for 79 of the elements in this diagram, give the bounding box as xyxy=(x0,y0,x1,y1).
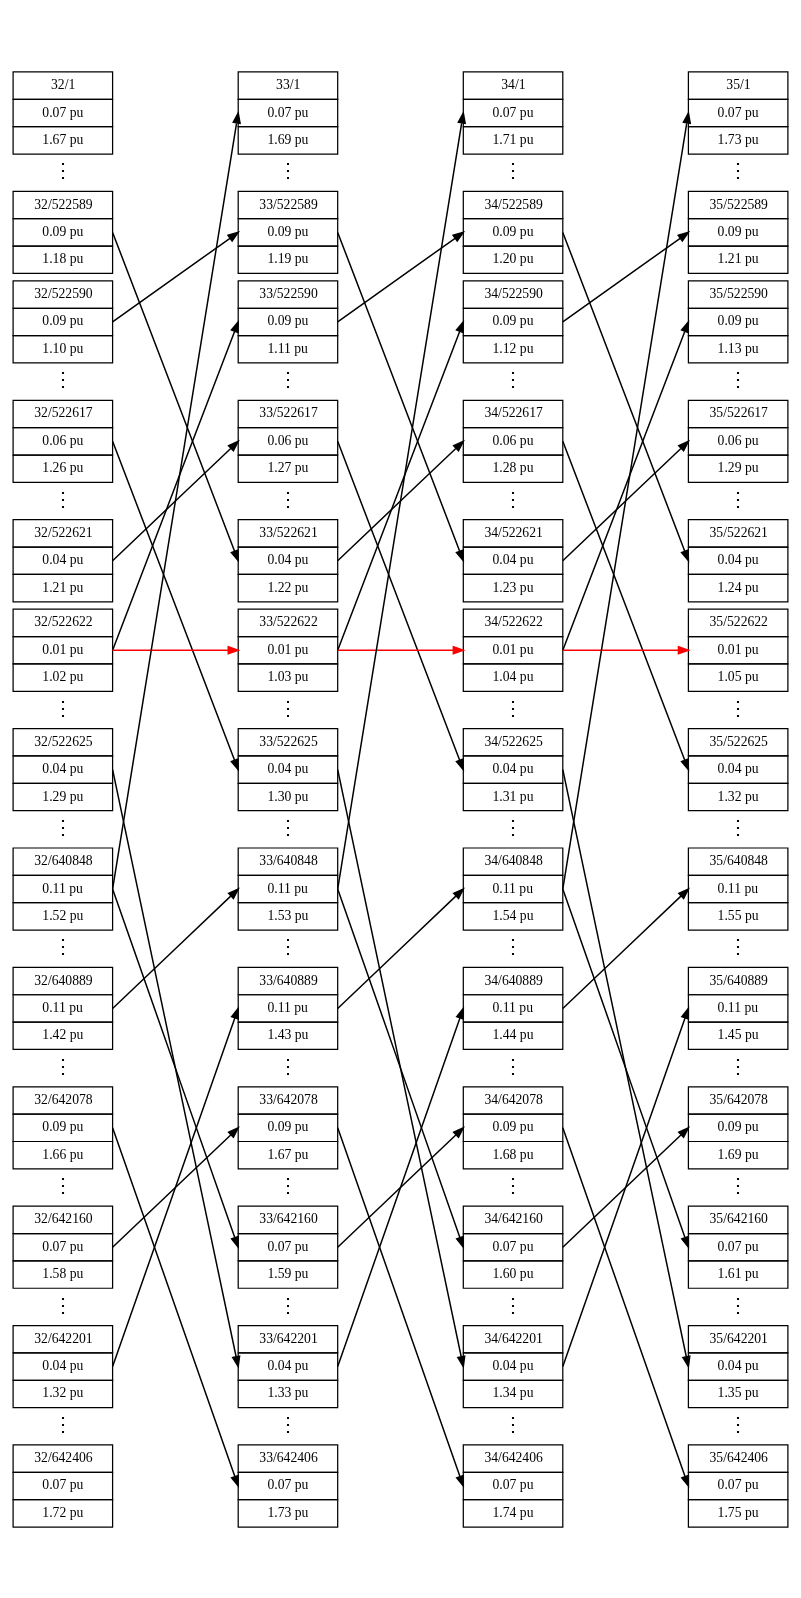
label: ⋮ xyxy=(503,815,524,838)
label: ⋮ xyxy=(52,815,73,838)
label: ⋮ xyxy=(728,1054,749,1077)
arrow xyxy=(111,1005,239,1367)
label: ⋮ xyxy=(503,1412,524,1435)
label: ⋮ xyxy=(503,487,524,510)
label: ⋮ xyxy=(728,815,749,838)
label: ⋮ xyxy=(52,1412,73,1435)
arrow xyxy=(111,1126,239,1488)
arrow xyxy=(562,440,690,772)
label: ⋮ xyxy=(728,367,749,390)
arrow xyxy=(111,440,239,772)
label: ⋮ xyxy=(277,158,298,181)
label: ⋮ xyxy=(728,934,749,957)
arrow xyxy=(562,887,691,1009)
label: ⋮ xyxy=(277,1173,298,1196)
arrow xyxy=(562,231,690,563)
arrow xyxy=(562,1126,690,1488)
arrow xyxy=(336,231,465,563)
label: ⋮ xyxy=(728,1293,749,1316)
label: ⋮ xyxy=(728,1412,749,1435)
arrow xyxy=(562,319,690,651)
label: ⋮ xyxy=(277,1054,298,1077)
label: ⋮ xyxy=(52,934,73,957)
label: ⋮ xyxy=(52,696,73,719)
label: ⋮ xyxy=(52,367,73,390)
label: ⋮ xyxy=(503,367,524,390)
label: ⋮ xyxy=(728,1173,749,1196)
arrow xyxy=(111,230,241,323)
arrow xyxy=(562,1125,691,1248)
label: ⋮ xyxy=(728,158,749,181)
arrow xyxy=(336,1125,465,1248)
label: ⋮ xyxy=(52,158,73,181)
arrow xyxy=(336,439,465,561)
label: ⋮ xyxy=(277,1293,298,1316)
arrow xyxy=(562,768,691,1369)
label: ⋮ xyxy=(277,1412,298,1435)
arrow xyxy=(562,110,692,890)
arrow xyxy=(336,887,465,1249)
label: ⋮ xyxy=(503,934,524,957)
arrow xyxy=(111,768,241,1369)
arrow xyxy=(111,887,240,1009)
label: ⋮ xyxy=(503,1173,524,1196)
label: ⋮ xyxy=(52,1054,73,1077)
arrow xyxy=(111,1125,240,1248)
arrow xyxy=(336,230,466,323)
label: ⋮ xyxy=(503,696,524,719)
label: ⋮ xyxy=(277,815,298,838)
label: ⋮ xyxy=(277,696,298,719)
label: ⋮ xyxy=(503,1293,524,1316)
arrow xyxy=(111,231,239,563)
arrow xyxy=(562,230,691,323)
arrow xyxy=(336,440,465,772)
label: ⋮ xyxy=(277,934,298,957)
arrow xyxy=(336,319,465,651)
arrow xyxy=(336,887,465,1009)
arrow xyxy=(336,1126,465,1488)
arrow xyxy=(562,439,691,561)
label: ⋮ xyxy=(52,1173,73,1196)
arrow xyxy=(562,887,690,1249)
arrow xyxy=(111,439,240,561)
arrow xyxy=(111,110,241,890)
label: ⋮ xyxy=(277,487,298,510)
arrow xyxy=(562,1005,690,1367)
label: ⋮ xyxy=(503,158,524,181)
label: ⋮ xyxy=(728,487,749,510)
label: ⋮ xyxy=(52,487,73,510)
label: ⋮ xyxy=(503,1054,524,1077)
arrow xyxy=(562,645,691,655)
arrow xyxy=(111,645,241,655)
arrow xyxy=(336,768,466,1369)
arrow xyxy=(111,887,239,1249)
label: ⋮ xyxy=(728,696,749,719)
label: ⋮ xyxy=(277,367,298,390)
label: ⋮ xyxy=(52,1293,73,1316)
arrow xyxy=(111,319,239,651)
arrow xyxy=(336,110,467,890)
arrow xyxy=(336,645,466,655)
arrow xyxy=(336,1005,465,1367)
